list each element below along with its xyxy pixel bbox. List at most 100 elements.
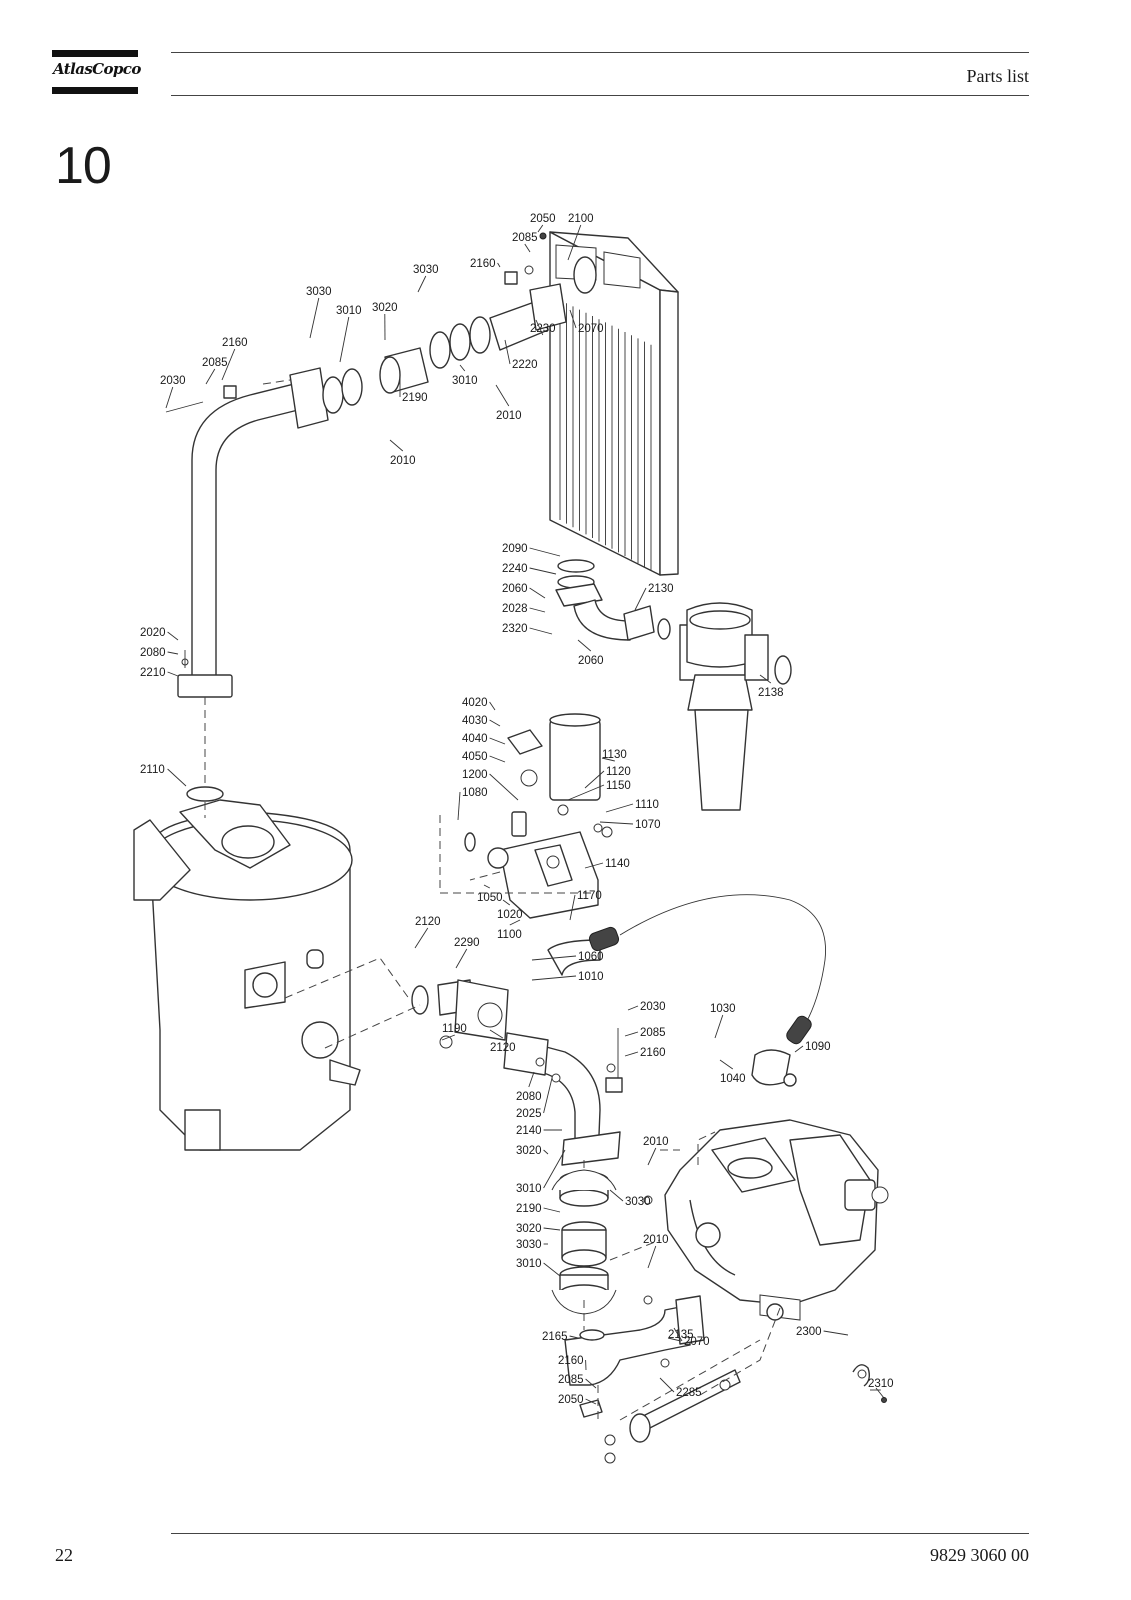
callout-leader-line: [309, 297, 320, 339]
part-callout-label: 1030: [710, 1003, 736, 1015]
part-callout-label: 1010: [578, 971, 604, 983]
callout-leader-line: [543, 1077, 553, 1114]
callout-leader-line: [624, 1051, 639, 1057]
part-callout-label: 3030: [516, 1239, 542, 1251]
callout-leader-line: [414, 927, 429, 949]
part-callout-label: 2190: [402, 392, 428, 404]
part-callout-label: 2230: [530, 323, 556, 335]
part-callout-label: 2285: [676, 1387, 702, 1399]
part-callout-label: 2080: [516, 1091, 542, 1103]
callout-leader-line: [489, 719, 501, 727]
oil-separator-vessel: [133, 799, 361, 1151]
part-callout-label: 1140: [605, 858, 630, 870]
assembly-lines: [204, 379, 781, 1421]
callout-leader-line: [543, 1262, 561, 1277]
callout-leader-line: [459, 364, 466, 372]
callout-leader-line: [489, 701, 496, 711]
callout-leader-line: [567, 224, 582, 261]
callout-leader-line: [634, 587, 647, 611]
callout-leader-line: [528, 1071, 535, 1088]
callout-leader-line: [205, 368, 216, 385]
callout-leader-line: [567, 784, 605, 801]
part-callout-label: 3010: [452, 375, 478, 387]
part-callout-label: 1150: [606, 780, 631, 792]
part-callout-label: 2210: [140, 667, 166, 679]
callout-leader-line: [531, 955, 577, 961]
part-callout-label: 4030: [462, 715, 488, 727]
callout-leader-line: [659, 1377, 675, 1393]
part-callout-label: 3020: [516, 1145, 542, 1157]
callout-leader-line: [489, 773, 519, 801]
callout-leader-line: [524, 243, 531, 253]
callout-leader-line: [489, 737, 506, 745]
part-callout-label: 2220: [512, 359, 538, 371]
part-callout-label: 1020: [497, 909, 523, 921]
callout-leader-line: [167, 651, 179, 655]
callout-leader-line: [609, 1189, 624, 1202]
callout-leader-line: [455, 948, 468, 969]
callout-leader-line: [647, 1147, 657, 1166]
logo-wordmark: AtlasCopco: [53, 60, 141, 78]
part-callout-label: 4020: [462, 697, 488, 709]
header-rule-bottom: [171, 95, 1029, 96]
callout-leader-line: [647, 1245, 657, 1269]
bracket-clip: [852, 1364, 887, 1403]
part-callout-label: 2028: [502, 603, 528, 615]
callout-leader-line: [529, 587, 546, 599]
callout-leader-line: [529, 627, 553, 635]
part-callout-label: 1080: [462, 787, 488, 799]
part-callout-label: 2140: [516, 1125, 542, 1137]
callout-leader-line: [605, 803, 634, 813]
page-number: 22: [55, 1545, 73, 1565]
callout-leader-line: [167, 768, 187, 787]
part-callout-label: 2010: [390, 455, 416, 467]
oil-filter-block: [464, 713, 613, 919]
callout-leader-line: [823, 1330, 849, 1336]
part-callout-label: 2290: [454, 937, 480, 949]
part-callout-label: 3020: [516, 1223, 542, 1235]
part-callout-label: 2020: [140, 627, 166, 639]
callout-leader-line: [417, 275, 427, 293]
callout-leader-line: [569, 1335, 579, 1339]
part-callout-label: 2190: [516, 1203, 542, 1215]
part-callout-label: 2060: [578, 655, 604, 667]
part-callout-label: 1090: [805, 1041, 831, 1053]
callout-leader-line: [585, 1398, 597, 1405]
part-callout-label: 2160: [470, 258, 496, 270]
callout-leader-line: [584, 770, 605, 789]
part-callout-label: 1060: [578, 951, 604, 963]
lower-pipe-assembly: [411, 979, 741, 1464]
part-callout-label: 2030: [640, 1001, 666, 1013]
part-callout-label: 2060: [502, 583, 528, 595]
callout-leader-line: [483, 884, 491, 889]
part-callout-label: 1130: [602, 749, 627, 761]
part-callout-label: 2010: [643, 1234, 669, 1246]
callout-leader-line: [673, 1327, 683, 1342]
callout-leader-line: [497, 262, 501, 268]
callout-leader-line: [529, 547, 561, 557]
vertical-pipe-flange: [181, 650, 224, 802]
document-code: 9829 3060 00: [930, 1545, 1029, 1565]
callout-leader-line: [221, 348, 236, 381]
callout-leader-line: [543, 1227, 561, 1231]
top-pipe-assembly: [165, 232, 597, 698]
callout-leader-line: [719, 1059, 734, 1070]
part-callout-label: 2085: [640, 1027, 666, 1039]
header-rule-top: [171, 52, 1029, 53]
callout-leader-line: [167, 631, 179, 641]
part-callout-label: 3030: [306, 286, 332, 298]
part-callout-label: 2130: [648, 583, 674, 595]
part-callout-label: 2030: [160, 375, 186, 387]
part-callout-label: 2120: [415, 916, 441, 928]
part-callout-label: 2300: [796, 1326, 822, 1338]
part-callout-label: 2160: [640, 1047, 666, 1059]
callout-leader-line: [165, 386, 174, 409]
oil-cooler: [549, 231, 679, 576]
callout-leader-line: [502, 899, 511, 906]
callout-leader-line: [577, 639, 592, 652]
part-callout-label: 1050: [477, 892, 503, 904]
section-number: 10: [55, 137, 112, 195]
part-callout-label: 2138: [758, 687, 784, 699]
callout-leader-line: [667, 1337, 681, 1342]
